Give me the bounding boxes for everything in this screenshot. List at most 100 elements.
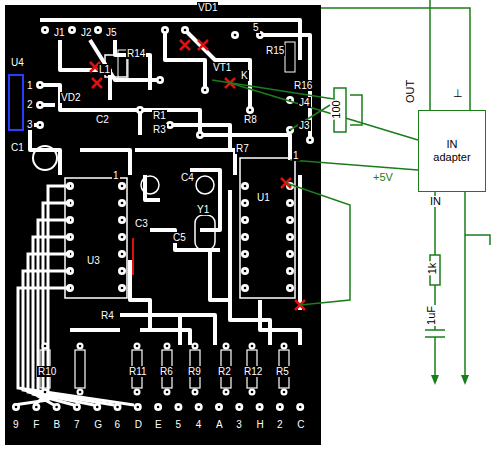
part-label: 7 [73, 419, 81, 430]
wire-label: 1k [427, 262, 438, 276]
solder-pad [306, 136, 314, 144]
pad-hole [289, 236, 292, 239]
solder-pad [249, 389, 256, 396]
part-label: R10 [37, 366, 57, 377]
part-label: C [296, 419, 305, 430]
part-label: R16 [293, 80, 313, 91]
pad-hole [169, 124, 172, 127]
solder-pad [249, 343, 256, 350]
pad-hole [244, 219, 247, 222]
solder-pad [118, 284, 126, 292]
solder-pad [241, 233, 249, 241]
wire-label: OUT [405, 79, 416, 104]
pad-hole [289, 202, 292, 205]
part-label: U3 [86, 255, 101, 266]
solder-pad [164, 389, 171, 396]
solder-pad [256, 403, 264, 411]
pad-hole [79, 391, 82, 394]
part-label: 5 [174, 419, 182, 430]
part-label: VD2 [60, 92, 81, 103]
cut-marks [90, 40, 305, 310]
part-label: 5 [252, 22, 260, 33]
part-label: C3 [134, 218, 149, 229]
pad-hole [44, 391, 47, 394]
part-label: U4 [10, 57, 25, 68]
solder-pad [93, 403, 101, 411]
crystal-outline [195, 215, 215, 250]
capacitor-outline [196, 176, 214, 194]
pcb-trace [23, 271, 114, 405]
part-label: 3 [235, 419, 243, 430]
solder-pad [32, 403, 40, 411]
solder-pad [118, 267, 126, 275]
pad-hole [289, 219, 292, 222]
pad-hole [166, 391, 169, 394]
pad-hole [244, 236, 247, 239]
part-label: R15 [265, 45, 285, 56]
resistor-outline [75, 350, 85, 388]
part-label: K [240, 70, 249, 81]
pad-hole [96, 406, 99, 409]
solder-pad [136, 106, 144, 114]
part-label: J2 [80, 27, 93, 38]
pad-hole [55, 406, 58, 409]
solder-pad [42, 343, 49, 350]
part-label: B [53, 419, 62, 430]
solder-pad [42, 389, 49, 396]
solder-pad [134, 403, 142, 411]
pad-hole [249, 109, 252, 112]
solder-pad [166, 121, 174, 129]
pcb-traces [30, 20, 310, 345]
part-label: 1 [112, 170, 120, 181]
pad-hole [139, 109, 142, 112]
pcb-board [5, 5, 321, 445]
part-label: Y1 [196, 204, 210, 215]
part-label: E [154, 419, 163, 430]
solder-pad [154, 403, 162, 411]
pad-hole [194, 345, 197, 348]
pad-hole [159, 79, 162, 82]
part-label: 1 [292, 150, 300, 161]
pad-hole [283, 391, 286, 394]
solder-pad [223, 389, 230, 396]
pad-hole [244, 202, 247, 205]
solder-pad [156, 76, 164, 84]
solder-pad [53, 403, 61, 411]
solder-pad [196, 131, 204, 139]
part-label: VT1 [212, 62, 232, 73]
part-label: R6 [159, 366, 174, 377]
wire-label: IN [429, 196, 442, 207]
solder-pad [241, 182, 249, 190]
solder-pad [223, 343, 230, 350]
pad-hole [76, 406, 79, 409]
solder-pad [246, 106, 254, 114]
adapter-box: IN adapter [418, 110, 486, 192]
pcb-trace [28, 254, 94, 405]
pad-hole [289, 270, 292, 273]
part-label: C5 [172, 232, 187, 243]
pad-hole [39, 124, 42, 127]
solder-pad [241, 250, 249, 258]
pad-hole [244, 253, 247, 256]
part-label: 2 [26, 99, 34, 110]
part-label: R5 [275, 366, 290, 377]
pad-hole [244, 185, 247, 188]
pad-hole [121, 185, 124, 188]
solder-pad [73, 403, 81, 411]
part-label: 2 [276, 419, 284, 430]
part-label: 9 [12, 419, 20, 430]
pad-hole [121, 219, 124, 222]
pad-hole [121, 202, 124, 205]
regulator-outline [9, 75, 23, 130]
pad-hole [194, 391, 197, 394]
pad-hole [238, 406, 241, 409]
part-label: R11 [128, 366, 148, 377]
part-label: R14 [126, 48, 146, 59]
ic-outline [65, 178, 127, 298]
added-wires [212, 0, 490, 380]
solder-pad [161, 26, 169, 34]
pad-hole [225, 345, 228, 348]
solder-pad [286, 250, 294, 258]
part-label: R12 [243, 366, 263, 377]
